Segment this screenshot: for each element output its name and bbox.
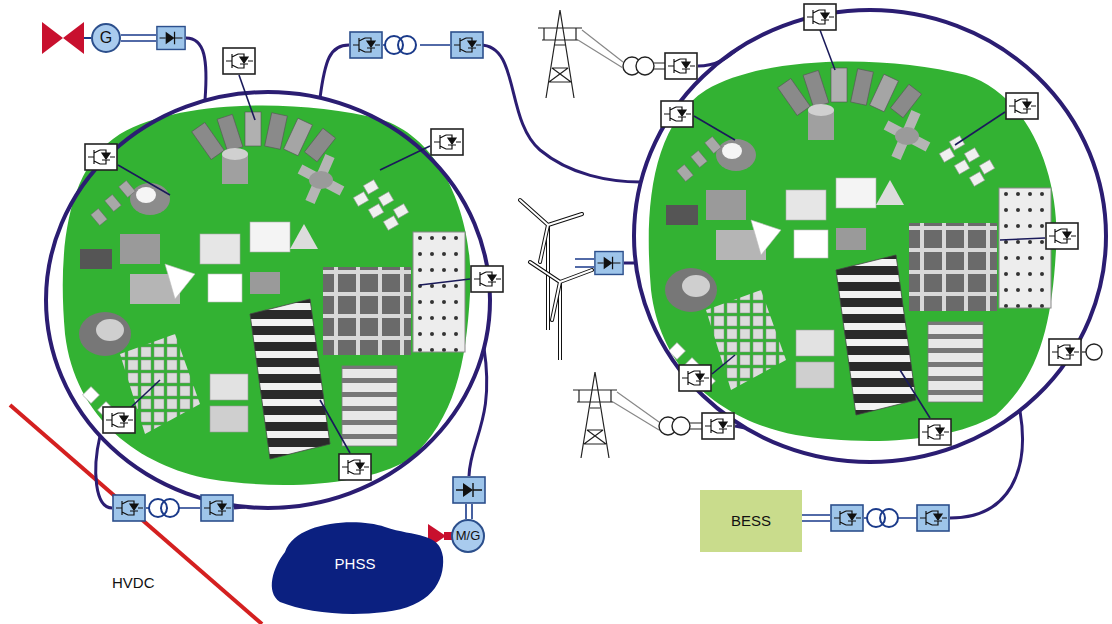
city-illustration	[63, 105, 471, 484]
city-illustration	[649, 61, 1057, 440]
transformer-symbol	[623, 57, 1102, 435]
reservoir-shape	[272, 522, 443, 614]
transmission-tower	[538, 10, 659, 458]
converter-symbol	[85, 4, 1081, 531]
pumped-hydro-reservoir: PHSS	[265, 512, 445, 617]
turbine-symbol	[42, 22, 91, 54]
node-label: PHSS	[335, 556, 376, 573]
connection-lines	[121, 35, 920, 521]
line-label: HVDC	[112, 574, 155, 591]
leader-lines	[118, 30, 1045, 453]
connection-lines	[654, 63, 1086, 429]
microgrid-ring	[634, 10, 1106, 462]
wires	[96, 38, 1023, 518]
wind-turbine	[520, 200, 592, 360]
generator-circle: G	[91, 23, 121, 53]
hvdc-line	[10, 405, 262, 624]
node-label: G	[100, 29, 112, 47]
node-label: M/G	[456, 529, 481, 543]
battery-storage-box: BESS	[700, 490, 802, 552]
motor-generator-circle: M/G	[451, 519, 486, 554]
microgrid-ring	[46, 92, 490, 508]
transformer-symbol	[149, 36, 898, 527]
node-label: BESS	[731, 513, 771, 530]
